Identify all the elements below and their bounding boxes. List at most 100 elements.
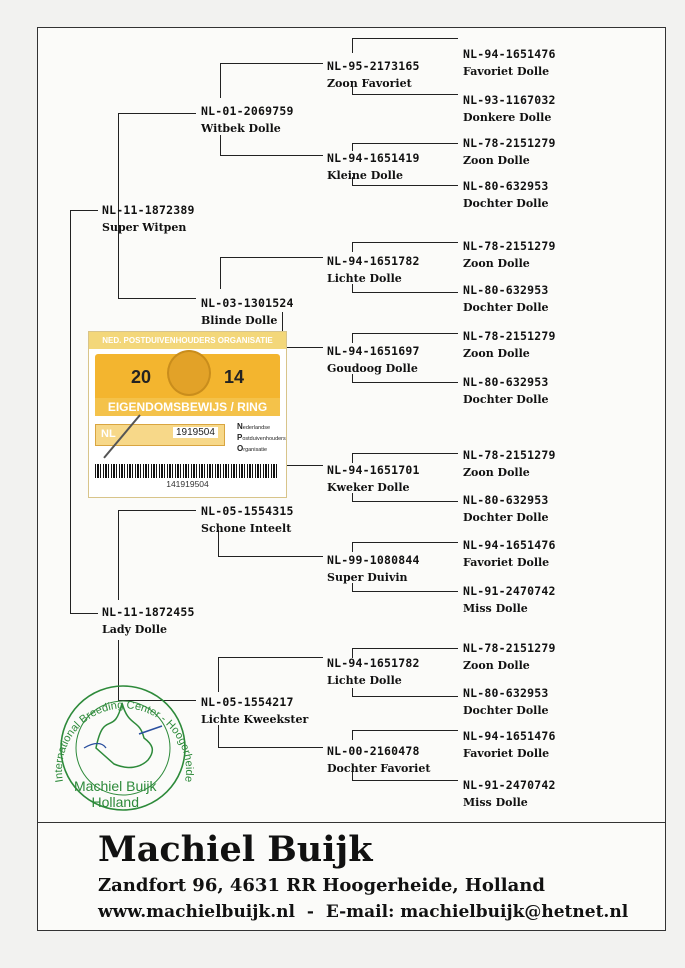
ring-number: NL-01-2069759 [201,104,294,118]
card-year-left: 20 [131,367,152,387]
stamp-name: Machiel Buijk [74,778,157,794]
bird-logo-icon [95,702,154,769]
breeding-center-stamp: International Breeding Center - Hoogerhe… [44,668,195,811]
bird-name: Kweker Dolle [327,481,410,494]
bird-name: Schone Inteelt [201,522,292,535]
ring-number: NL-11-1872455 [102,605,195,619]
ring-number: NL-93-1167032 [463,93,556,107]
bird-name: Kleine Dolle [327,169,403,182]
ring-number: NL-80-632953 [463,179,549,193]
bird-name: Zoon Favoriet [327,77,412,90]
bird-name: Favoriet Dolle [463,747,550,760]
ring-number: NL-94-1651782 [327,656,420,670]
bird-name: Lichte Kweekster [201,713,309,726]
owner-name: Machiel Buijk [98,829,373,870]
bird-g3-5: NL-94-1651701 Kweker Dolle [327,462,420,496]
ring-number: NL-94-1651476 [463,729,556,743]
ring-number: NL-78-2151279 [463,329,556,343]
bird-g3-6: NL-99-1080844 Super Duivin [327,552,420,586]
bird-name: Lady Dolle [102,623,168,636]
ring-number: NL-80-632953 [463,375,549,389]
npo-letter-p: P [237,433,243,442]
ring-number: NL-94-1651476 [463,47,556,61]
bird-g3-1: NL-95-2173165 Zoon Favoriet [327,58,420,92]
ring-number: NL-94-1651476 [463,538,556,552]
ring-number: NL-80-632953 [463,493,549,507]
ring-number: NL-78-2151279 [463,448,556,462]
email-link[interactable]: machielbuijk@hetnet.nl [400,902,629,922]
ring-number: NL-94-1651419 [327,151,420,165]
ring-number: NL-91-2470742 [463,778,556,792]
bird-g3-2: NL-94-1651419 Kleine Dolle [327,150,420,184]
bird-g3-8: NL-00-2160478 Dochter Favoriet [327,743,430,777]
website-link[interactable]: www.machielbuijk.nl [98,902,295,922]
bird-name: Dochter Dolle [463,301,549,314]
card-org: NED. POSTDUIVENHOUDERS ORGANISATIE [89,332,286,349]
email-label: E-mail: [325,902,395,922]
bird-name: Lichte Dolle [327,674,402,687]
bird-name: Dochter Dolle [463,393,549,406]
ring-number: NL-03-1301524 [201,296,294,310]
npo-logo: Nederlandse Postduivenhouders Organisati… [237,422,286,455]
bird-ds: NL-05-1554315 Schone Inteelt [201,503,294,537]
owner-address: Zandfort 96, 4631 RR Hoogerheide, Hollan… [98,875,545,896]
bird-name: Zoon Dolle [463,154,530,167]
bird-name: Donkere Dolle [463,111,552,124]
ring-number: NL-11-1872389 [102,203,195,217]
ring-number: NL-91-2470742 [463,584,556,598]
ring-number: NL-95-2173165 [327,59,420,73]
ring-number: NL-99-1080844 [327,553,420,567]
bird-name: Dochter Dolle [463,511,549,524]
bird-g3-7: NL-94-1651782 Lichte Dolle [327,655,420,689]
card-number: 1919504 [173,427,218,438]
ownership-card: NED. POSTDUIVENHOUDERS ORGANISATIE 20 14… [88,331,287,498]
bird-name: Goudoog Dolle [327,362,418,375]
ring-number: NL-80-632953 [463,686,549,700]
ring-number: NL-00-2160478 [327,744,420,758]
ring-number: NL-94-1651701 [327,463,420,477]
footer-divider [37,822,665,823]
ring-number: NL-78-2151279 [463,641,556,655]
bird-dd: NL-05-1554217 Lichte Kweekster [201,694,308,728]
crest-icon [167,350,211,396]
bird-name: Lichte Dolle [327,272,402,285]
stamp-caption: Machiel Buijk Holland [74,778,156,810]
npo-text-p: ostduivenhouders [242,436,286,442]
bird-name: Miss Dolle [463,796,528,809]
bird-name: Super Witpen [102,221,187,234]
bird-name: Zoon Dolle [463,466,530,479]
bird-name: Super Duivin [327,571,408,584]
ring-number: NL-05-1554217 [201,695,294,709]
bird-name: Dochter Dolle [463,197,549,210]
bird-dam: NL-11-1872455 Lady Dolle [102,604,195,638]
barcode-number: 141919504 [166,479,209,489]
bird-g3-4: NL-94-1651697 Goudoog Dolle [327,343,420,377]
ring-number: NL-80-632953 [463,283,549,297]
contact-separator: - [306,902,314,922]
npo-text-o: rganisatie [243,447,268,453]
stamp-country: Holland [91,794,139,810]
card-year-right: 14 [224,367,245,387]
bird-name: Dochter Favoriet [327,762,431,775]
ring-number: NL-94-1651697 [327,344,420,358]
bird-g3-3: NL-94-1651782 Lichte Dolle [327,253,420,287]
card-title: EIGENDOMSBEWIJS / RING [95,398,280,416]
barcode [95,464,278,478]
card-country: NL [101,428,116,440]
ring-number: NL-78-2151279 [463,136,556,150]
